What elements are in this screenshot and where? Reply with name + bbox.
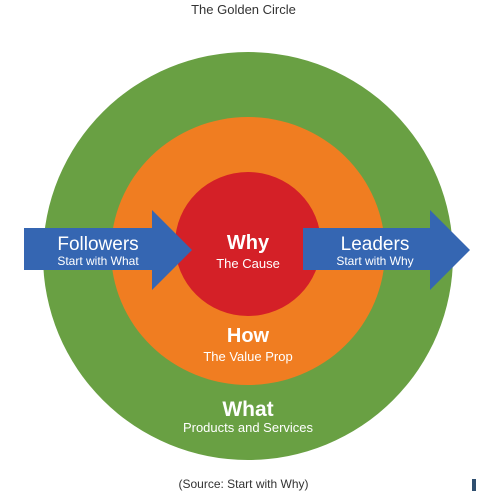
followers-subtitle: Start with What (57, 254, 139, 268)
leaders-arrow (303, 210, 470, 290)
source-caption: (Source: Start with Why) (178, 477, 309, 491)
diagram-title: The Golden Circle (191, 2, 296, 17)
scroll-marker (472, 479, 476, 491)
what-subtitle: Products and Services (183, 420, 314, 435)
leaders-title: Leaders (341, 234, 410, 255)
how-subtitle: The Value Prop (203, 349, 292, 364)
leaders-subtitle: Start with Why (336, 254, 413, 268)
what-title: What (222, 398, 273, 421)
why-title: Why (227, 232, 270, 254)
why-circle (175, 172, 321, 316)
followers-title: Followers (57, 234, 138, 255)
how-title: How (227, 325, 270, 347)
followers-arrow (24, 210, 192, 290)
why-subtitle: The Cause (216, 256, 280, 271)
